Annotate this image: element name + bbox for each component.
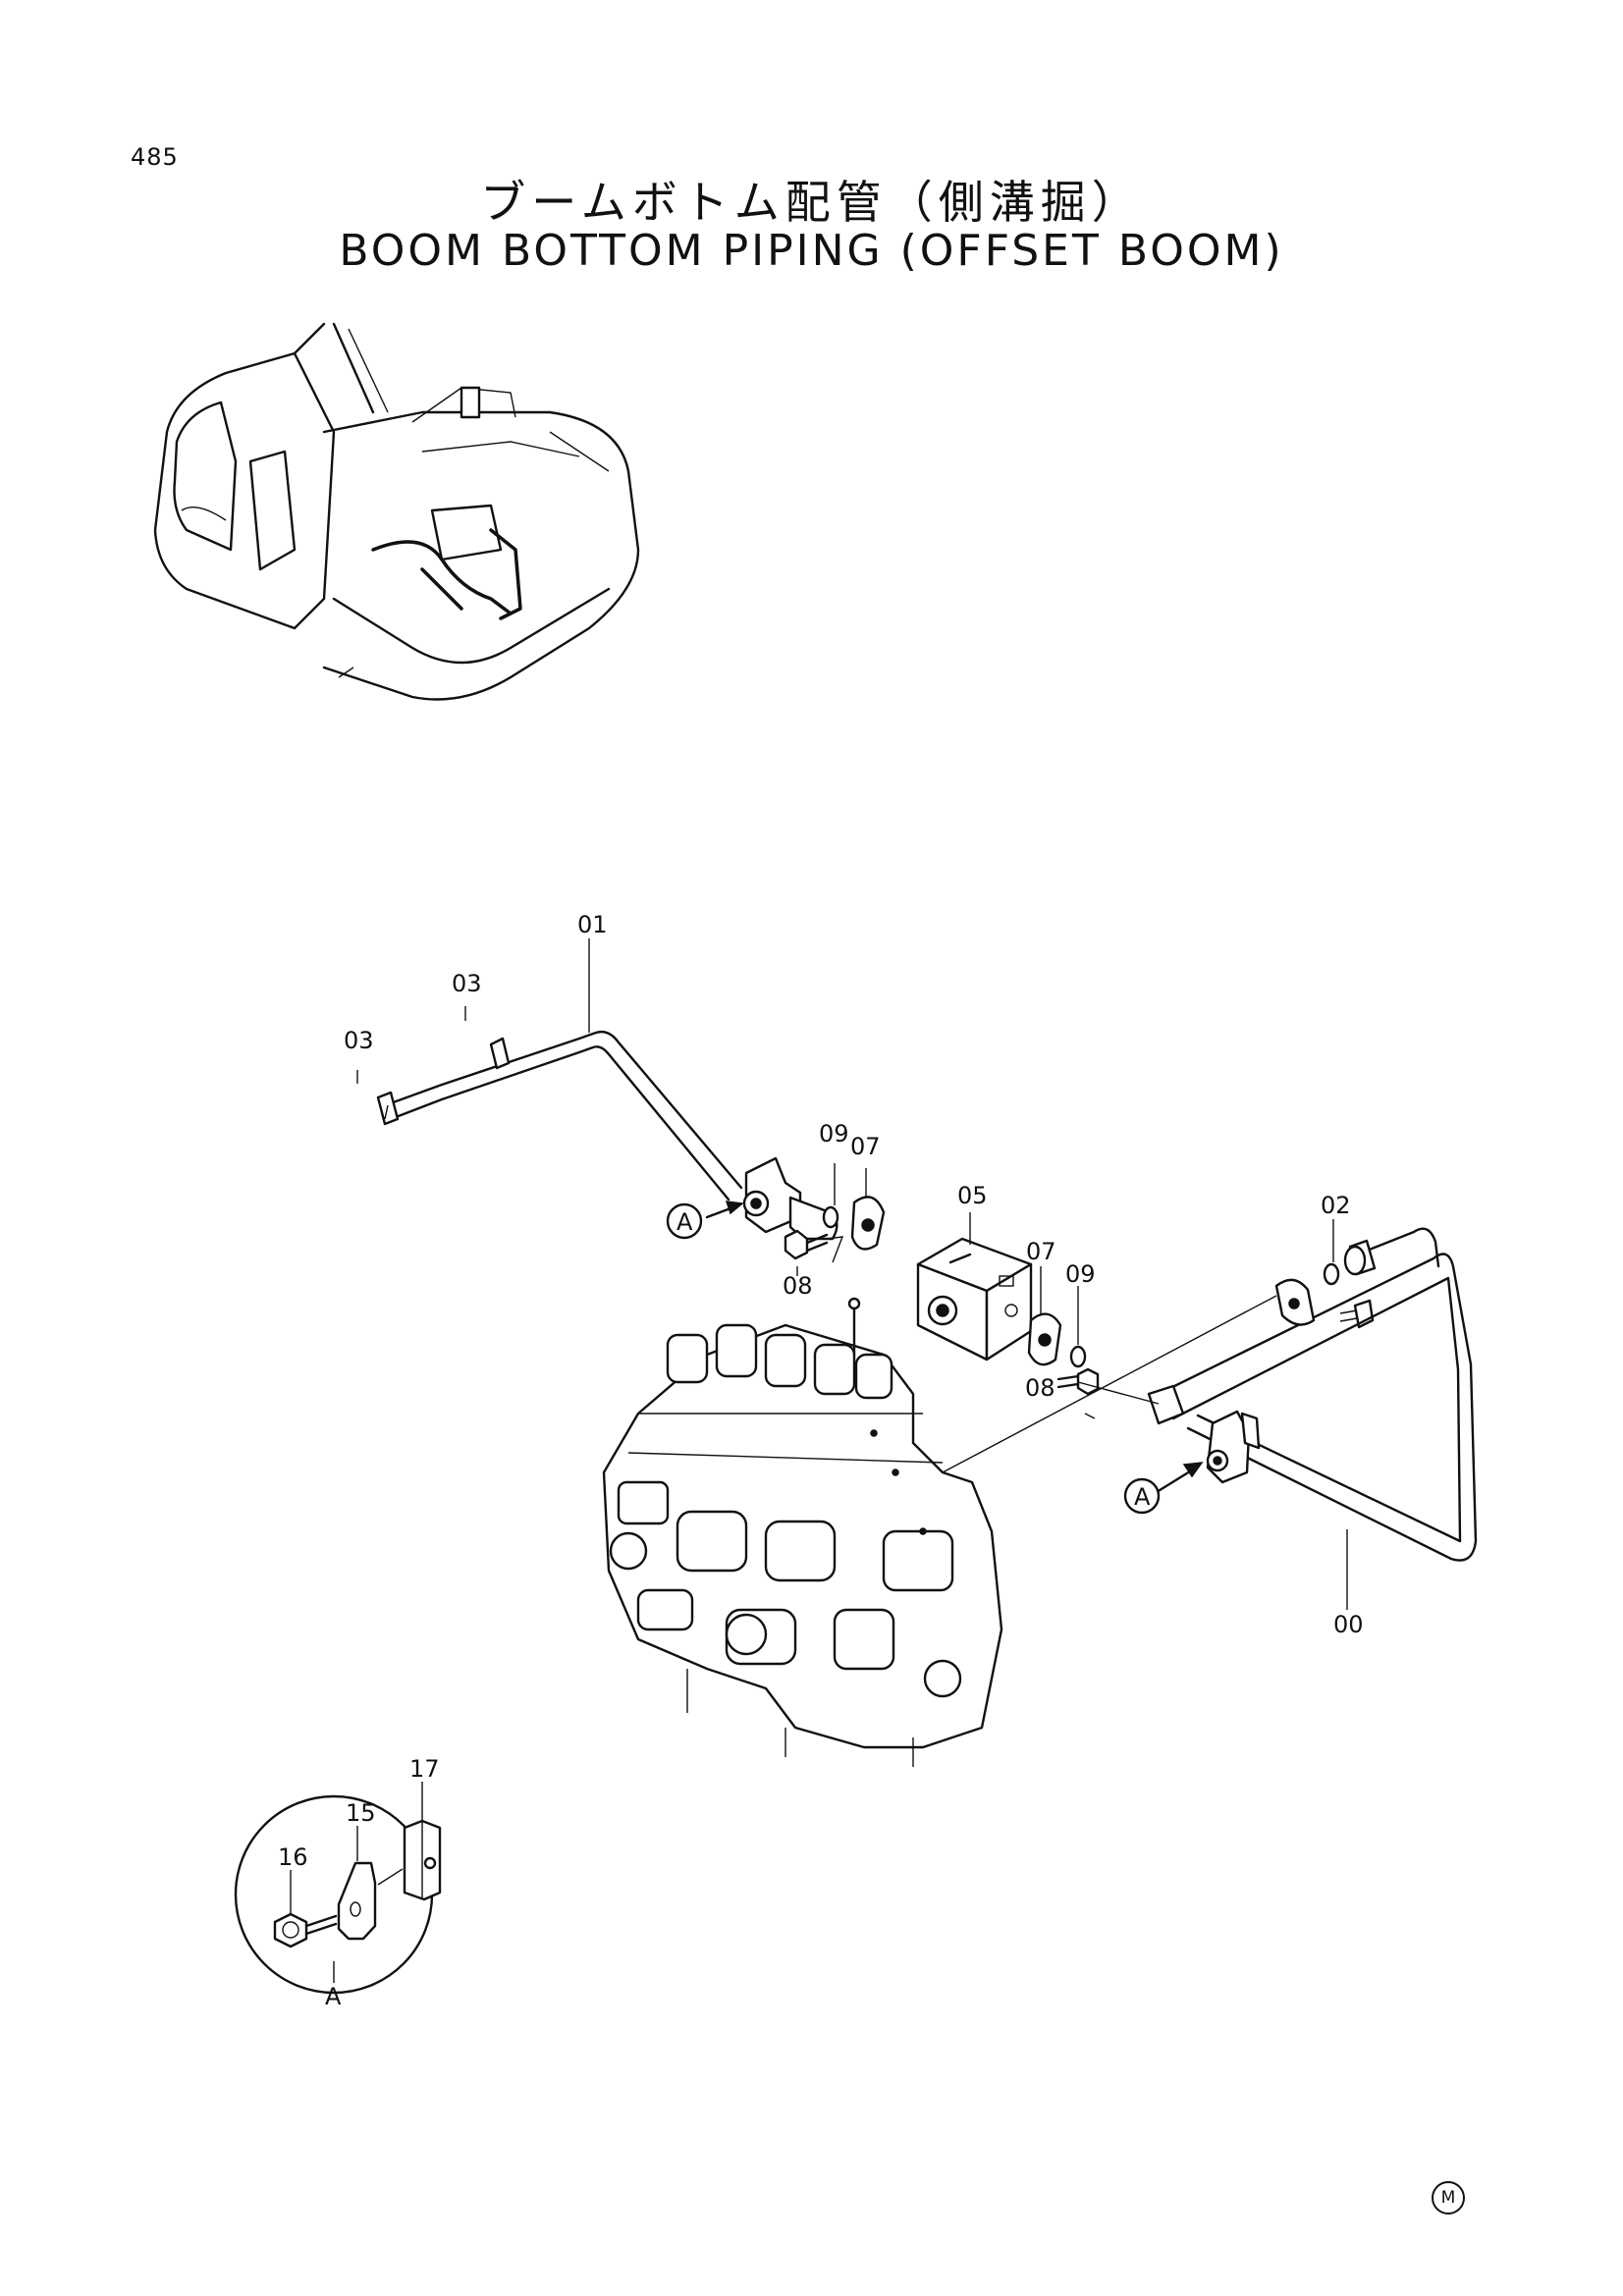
callout-03b: 03 bbox=[344, 1027, 374, 1054]
detail-a-icon bbox=[234, 1794, 442, 1995]
callout-07a: 07 bbox=[850, 1133, 881, 1160]
ref-a-circle-1 bbox=[666, 1202, 703, 1240]
flange-top-icon bbox=[1274, 1278, 1375, 1329]
callout-08a: 08 bbox=[783, 1272, 813, 1300]
callout-08b: 08 bbox=[1025, 1374, 1055, 1402]
callout-00: 00 bbox=[1333, 1611, 1364, 1638]
excavator-overview-icon bbox=[153, 322, 640, 701]
title-english: BOOM BOTTOM PIPING (OFFSET BOOM) bbox=[339, 226, 1284, 276]
control-valve-icon bbox=[602, 1297, 1003, 1767]
clamp-icon bbox=[742, 1156, 839, 1241]
page-number: 485 bbox=[131, 143, 179, 171]
o-ring-09b-icon bbox=[1069, 1345, 1087, 1368]
callout-17: 17 bbox=[409, 1755, 440, 1783]
leader-line bbox=[1084, 1413, 1096, 1419]
ref-a-circle-2 bbox=[1123, 1477, 1161, 1515]
title-japanese: ブームボトム配管（側溝掘） bbox=[480, 176, 1143, 229]
callout-09a: 09 bbox=[819, 1120, 849, 1148]
block-05-icon bbox=[916, 1237, 1033, 1362]
leader-line bbox=[826, 1236, 844, 1263]
bolt-08-icon bbox=[784, 1229, 829, 1260]
m-mark-icon: M bbox=[1432, 2181, 1465, 2215]
o-ring-02-icon bbox=[1323, 1262, 1340, 1286]
callout-leaders bbox=[290, 938, 1348, 1914]
detail-a-label: A bbox=[325, 1983, 342, 2010]
callout-16: 16 bbox=[278, 1843, 308, 1871]
bolt-08b-icon bbox=[1056, 1367, 1100, 1396]
pipe-01-icon bbox=[376, 1030, 743, 1201]
callout-09b: 09 bbox=[1065, 1260, 1096, 1288]
flange-07-icon bbox=[850, 1196, 886, 1251]
o-ring-09-icon bbox=[822, 1205, 839, 1229]
callout-05: 05 bbox=[957, 1182, 988, 1209]
ref-a-label-2: A bbox=[1134, 1483, 1151, 1511]
pipe-00-icon bbox=[1147, 1227, 1478, 1562]
callout-02: 02 bbox=[1321, 1192, 1351, 1219]
callout-07b: 07 bbox=[1026, 1238, 1056, 1265]
leader-line bbox=[1077, 1381, 1160, 1405]
ref-a-label-1: A bbox=[676, 1208, 693, 1236]
callout-03a: 03 bbox=[452, 970, 482, 997]
callout-01: 01 bbox=[577, 911, 608, 938]
leader-line bbox=[942, 1295, 1277, 1473]
callout-15: 15 bbox=[346, 1799, 376, 1827]
clamp-2-icon bbox=[1206, 1410, 1261, 1484]
flange-07b-icon bbox=[1027, 1312, 1062, 1366]
